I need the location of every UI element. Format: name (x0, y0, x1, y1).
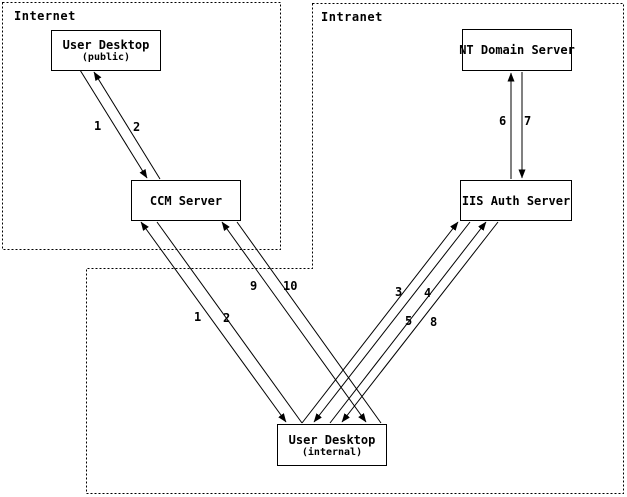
flow-step-label-9: 9 (250, 279, 258, 293)
node-user-desktop-public: User Desktop (public) (51, 30, 161, 71)
arrow-9-10-ccm-desktop-internal (221, 221, 367, 423)
flow-step-label-1-internal: 1 (194, 310, 202, 324)
flow-step-label-7: 7 (524, 114, 532, 128)
flow-step-label-5: 5 (405, 314, 413, 328)
flow-step-label-10: 10 (283, 279, 298, 293)
flow-step-label-3: 3 (395, 285, 403, 299)
arrow-2-ccm-to-desktop-public (93, 71, 161, 180)
node-iis-auth-server: IIS Auth Server (460, 180, 572, 221)
intranet-zone-border (86, 3, 624, 494)
node-subtitle: (public) (81, 52, 131, 63)
flow-step-label-6: 6 (499, 114, 507, 128)
intranet-zone-label: Intranet (321, 10, 383, 24)
arrow-4-iis-to-desktop-internal (313, 221, 471, 423)
internet-zone-label: Internet (14, 9, 76, 23)
arrow-5-desktop-internal-to-iis (329, 221, 487, 424)
flow-step-label-1-public: 1 (94, 119, 102, 133)
node-title: NT Domain Server (459, 43, 575, 57)
arrow-8-iis-to-desktop-internal (341, 221, 499, 423)
node-title: User Desktop (288, 432, 376, 447)
flow-step-label-4: 4 (424, 286, 432, 300)
node-ccm-server: CCM Server (131, 180, 241, 221)
node-title: IIS Auth Server (461, 193, 571, 208)
arrow-1-desktop-public-to-ccm (79, 69, 148, 179)
flow-step-label-2-internal: 2 (223, 311, 231, 325)
arrow-1-2-ccm-desktop-internal (140, 221, 287, 423)
line-ccm-desktop-internal-pair2 (236, 221, 382, 424)
arrow-3-desktop-internal-to-iis (301, 221, 459, 424)
flow-step-label-2-public: 2 (133, 120, 141, 134)
flow-step-label-8: 8 (430, 315, 438, 329)
node-subtitle: (internal) (301, 446, 363, 458)
node-user-desktop-internal: User Desktop (internal) (277, 424, 387, 466)
node-nt-domain-server: NT Domain Server (459, 29, 575, 71)
node-title: User Desktop (62, 38, 150, 52)
node-title: CCM Server (149, 193, 223, 208)
